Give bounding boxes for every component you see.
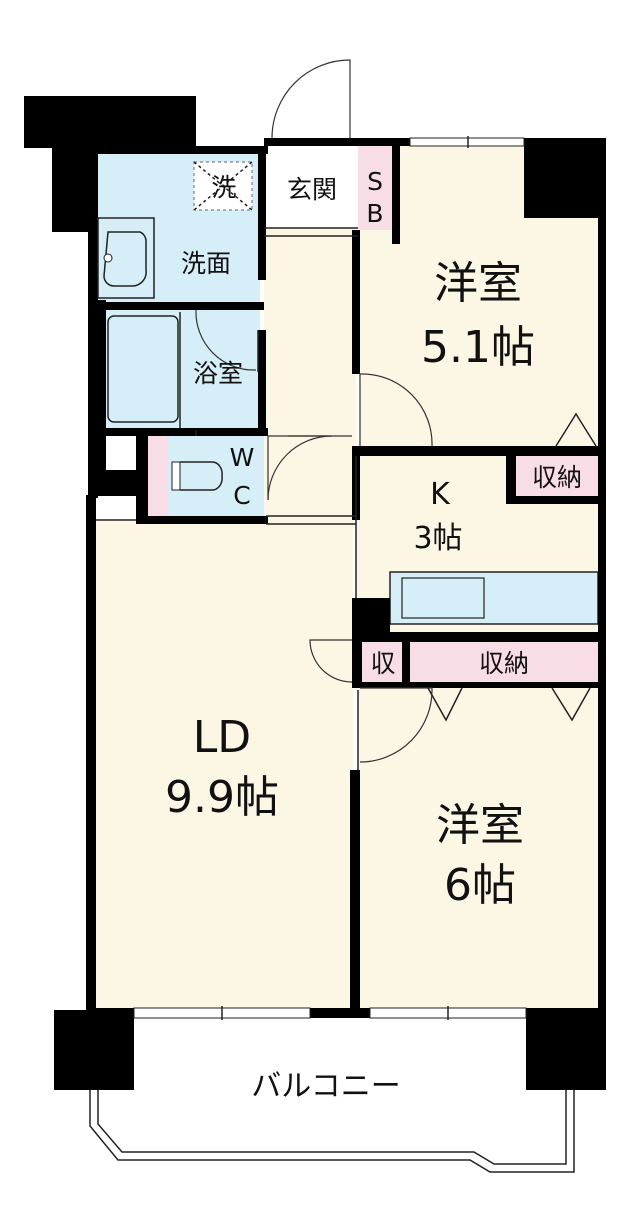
window-room1: [409, 137, 525, 147]
wall-wc-bottom: [136, 516, 268, 524]
kitchen-size: 3帖: [413, 521, 462, 556]
closet-fold-room2-left: [427, 687, 463, 722]
partition-lines: [96, 227, 359, 770]
bottom-right-pillar: [526, 1010, 606, 1090]
bottom-wall: [86, 1008, 606, 1018]
bottom-left-pillar: [54, 1010, 134, 1090]
toilet-pink-fill: [148, 436, 168, 516]
wall-ld-room2: [350, 770, 360, 1014]
room2-door-swing: [359, 687, 433, 763]
western-room-2-name: 洋室: [436, 800, 524, 851]
toilet-tank: [171, 461, 181, 491]
entrance-fill: [264, 146, 358, 228]
top-right-pillar: [524, 138, 604, 218]
wall-kitchen-left-block: [352, 598, 390, 634]
wall-sb-right: [392, 138, 400, 244]
left-wall-wet: [96, 300, 106, 480]
balcony-fill: [90, 1018, 574, 1168]
laundry-label: 洗: [211, 173, 236, 202]
closet-fold-room1: [555, 412, 597, 447]
storage-hall-label: 収納: [479, 649, 529, 678]
shoe-box-label-1: S: [367, 167, 383, 196]
washroom-label: 洗面: [181, 249, 231, 278]
storage-small-label: 収: [370, 649, 395, 678]
wall-storage-mid: [402, 640, 410, 686]
room-labels: 洋室 5.1帖 K 3帖 LD 9.9帖 洋室 6帖 玄関 S B 洗 洗面 浴…: [165, 167, 582, 1104]
western-room-1-size: 5.1帖: [421, 322, 535, 373]
wall-wash-bath: [96, 302, 264, 310]
wall-room1-left: [352, 230, 360, 374]
wash-basin-bowl: [103, 231, 147, 287]
wall-storage-top: [352, 632, 606, 642]
windows: [133, 136, 527, 1020]
balcony-label: バルコニー: [251, 1069, 400, 1104]
wall-storage-bottom: [352, 682, 606, 688]
wall-storage-kitchen-bottom: [506, 496, 606, 504]
front-door-swing: [271, 59, 351, 139]
wall-room1-bottom: [352, 446, 606, 456]
ld-size: 9.9帖: [165, 772, 279, 823]
shoe-box-label-2: B: [366, 199, 383, 228]
storage-kitchen-fill: [516, 456, 598, 496]
wall-wc-left: [136, 428, 148, 524]
bathtub: [107, 315, 179, 423]
toilet-label-1: W: [230, 443, 255, 472]
room-ld-fill: [95, 520, 353, 1008]
western-room-1-name: 洋室: [434, 258, 522, 309]
balcony-railing-inner: [97, 1090, 567, 1165]
balcony-railing: [89, 1090, 575, 1173]
door-swings: [195, 59, 597, 763]
top-wall: [264, 138, 410, 146]
ld-name: LD: [193, 712, 251, 763]
entrance-label: 玄関: [287, 175, 337, 204]
wash-basin-drain: [103, 253, 113, 263]
western-room-2-size: 6帖: [444, 860, 516, 911]
wall-bath-wc: [104, 428, 268, 436]
toilet-bowl: [180, 461, 223, 491]
bathroom-label: 浴室: [193, 359, 243, 388]
wall-storage-kitchen-left: [506, 446, 516, 504]
left-wall-upper: [88, 150, 98, 498]
storage-hall-fill: [410, 642, 598, 682]
wall-wet-right: [258, 150, 266, 280]
toilet-label-2: C: [233, 481, 250, 510]
room-western-2-fill: [358, 684, 598, 1008]
hall-door-swing: [267, 435, 352, 500]
fixtures: [97, 161, 253, 491]
sb-fill: [358, 146, 392, 230]
closet-fold-room2-right: [551, 687, 591, 722]
wall-storage-left: [352, 640, 362, 686]
ld-door-swing: [309, 639, 353, 683]
kitchen-sink: [401, 577, 485, 619]
bath-door-swing: [195, 309, 257, 371]
wall-wc-left-stub: [96, 470, 140, 496]
kitchen-name: K: [430, 477, 451, 512]
room-fills: [90, 146, 599, 1168]
walls: [24, 96, 606, 1090]
top-left-wall-block: [24, 96, 268, 232]
wall-bath-right: [258, 330, 266, 436]
storage-kitchen-label: 収納: [532, 463, 582, 492]
storage-small-fill: [362, 642, 404, 682]
right-wall: [598, 138, 606, 1008]
left-wall-lower: [86, 495, 96, 1015]
room1-door-swing: [359, 373, 433, 447]
